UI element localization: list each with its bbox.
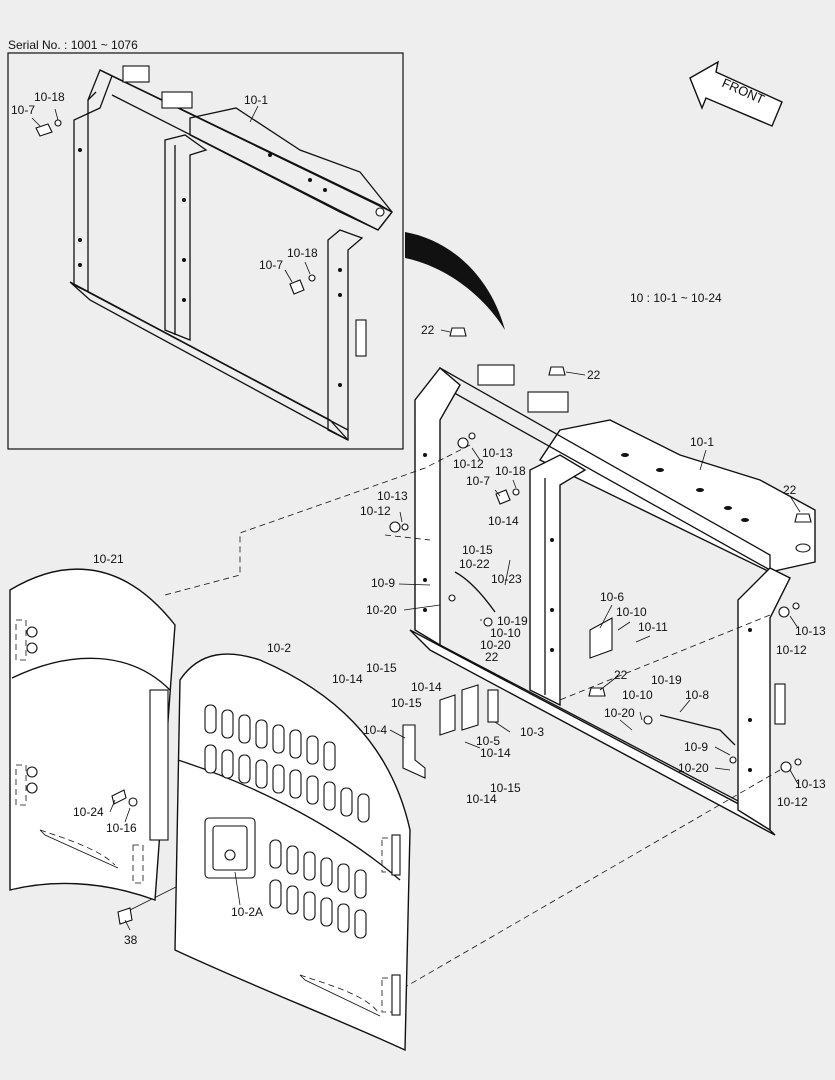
callout-10-10-a: 10-10	[490, 626, 521, 640]
callout-inset-10-7b: 10-7	[259, 258, 283, 272]
grille-slots-lower	[269, 839, 367, 939]
callout-10-22: 10-22	[459, 557, 490, 571]
callout-10-2: 10-2	[267, 641, 291, 655]
callout-10-14-a: 10-14	[488, 514, 519, 528]
inset-box	[7, 52, 404, 450]
callout-10-10-c: 10-10	[622, 688, 653, 702]
callout-10-6: 10-6	[600, 590, 624, 604]
callout-10-12-d: 10-12	[777, 795, 808, 809]
callout-10-12-c: 10-12	[776, 643, 807, 657]
callout-labels: 10 : 10-1 ~ 10-24 10-1 10-18 10-7 10-18 …	[11, 90, 826, 947]
callout-10-14-d: 10-14	[480, 746, 511, 760]
callout-10-24: 10-24	[73, 805, 104, 819]
callout-10-19-a: 10-19	[497, 614, 528, 628]
callout-10-15-d: 10-15	[490, 781, 521, 795]
callout-10-13-a: 10-13	[482, 446, 513, 460]
callout-10-14-c: 10-14	[411, 680, 442, 694]
callout-22-b: 22	[587, 368, 601, 382]
callout-10-9-a: 10-9	[371, 576, 395, 590]
callout-inset-10-18a: 10-18	[34, 90, 65, 104]
group-note: 10 : 10-1 ~ 10-24	[630, 291, 722, 305]
callout-10-14-e: 10-14	[466, 792, 497, 806]
serial-number-label: Serial No. : 1001 ~ 1076	[8, 38, 138, 52]
leader-lines	[31, 105, 801, 931]
callout-main-10-1: 10-1	[690, 435, 714, 449]
callout-10-3: 10-3	[520, 725, 544, 739]
callout-10-13-d: 10-13	[795, 777, 826, 791]
callout-10-9-b: 10-9	[684, 740, 708, 754]
callout-10-20-d: 10-20	[678, 761, 709, 775]
callout-inset-10-1: 10-1	[244, 93, 268, 107]
callout-10-20-b: 10-20	[480, 638, 511, 652]
callout-10-13-b: 10-13	[377, 489, 408, 503]
callout-10-21: 10-21	[93, 552, 124, 566]
callout-10-13-c: 10-13	[795, 624, 826, 638]
callout-10-20-a: 10-20	[366, 603, 397, 617]
callout-10-15-b: 10-15	[366, 661, 397, 675]
callout-10-8: 10-8	[685, 688, 709, 702]
inset-frame-drawing	[35, 65, 393, 442]
callout-10-18: 10-18	[495, 464, 526, 478]
callout-10-4: 10-4	[363, 723, 387, 737]
callout-10-15-a: 10-15	[462, 543, 493, 557]
callout-10-16: 10-16	[106, 821, 137, 835]
callout-10-5: 10-5	[476, 734, 500, 748]
callout-22-a: 22	[421, 323, 435, 337]
callout-10-12-a: 10-12	[453, 457, 484, 471]
transition-arrow	[405, 232, 505, 330]
callout-10-14-b: 10-14	[332, 672, 363, 686]
callout-10-2A: 10-2A	[231, 905, 263, 919]
callout-22-d: 22	[485, 650, 499, 664]
callout-10-12-b: 10-12	[360, 504, 391, 518]
callout-22-c: 22	[783, 483, 797, 497]
callout-38: 38	[124, 933, 138, 947]
grille-slots-upper	[204, 704, 370, 823]
callout-10-11: 10-11	[638, 620, 668, 634]
callout-10-7: 10-7	[466, 474, 490, 488]
front-direction-arrow: FRONT	[689, 60, 783, 127]
callout-10-19-b: 10-19	[651, 673, 682, 687]
callout-inset-10-7a: 10-7	[11, 103, 35, 117]
callout-10-23: 10-23	[491, 572, 522, 586]
callout-10-10-b: 10-10	[616, 605, 647, 619]
callout-10-15-c: 10-15	[391, 696, 422, 710]
callout-22-e: 22	[614, 668, 628, 682]
main-frame-drawing	[389, 327, 816, 836]
door-10-21	[9, 568, 176, 925]
callout-10-20-c: 10-20	[604, 706, 635, 720]
door-10-2	[174, 653, 411, 1052]
callout-inset-10-18b: 10-18	[287, 246, 318, 260]
